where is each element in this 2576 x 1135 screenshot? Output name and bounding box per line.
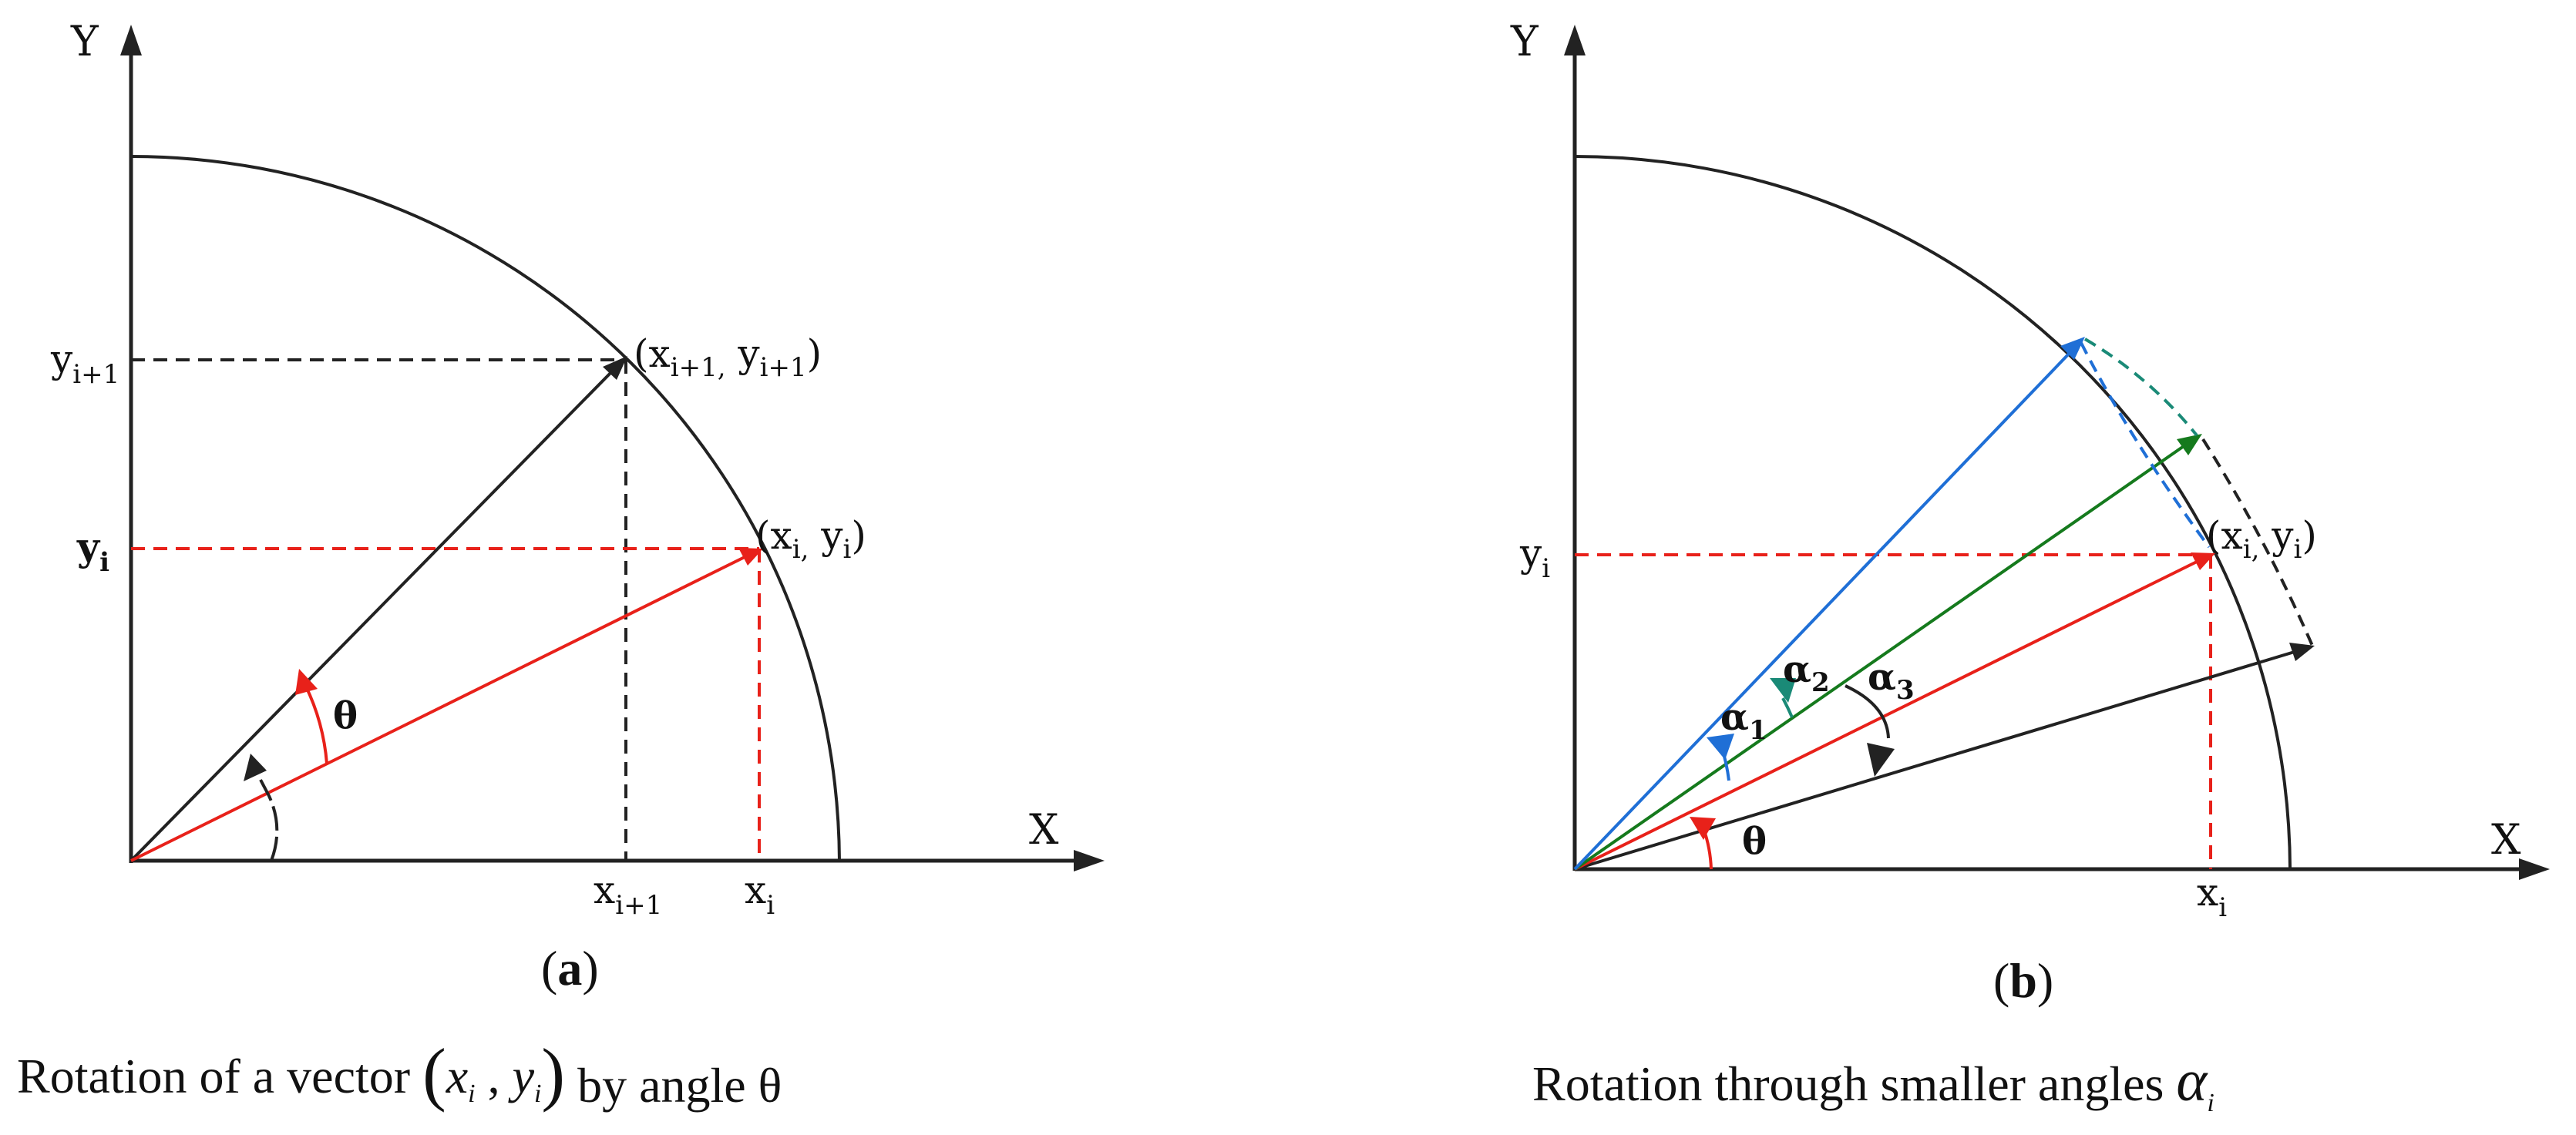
y-i-label-a: yi: [76, 524, 109, 578]
caption-a: Rotation of a vector (xi , yi) by angle …: [17, 1034, 782, 1113]
y-axis-label-a: Y: [70, 17, 99, 65]
panel-a: Y X θ yi+1 yi xi+1 xi (xi+1, yi+1) (xi, …: [17, 17, 1105, 1113]
unit-circle-arc-a: [130, 155, 841, 861]
y-axis-arrow-b: [1564, 25, 1586, 55]
dashed-step-black-b: [2201, 438, 2314, 646]
unit-circle-arc-b: [1574, 155, 2292, 870]
vector-green-arrowhead-b: [2177, 434, 2202, 455]
y-i-label-b: yi: [1519, 531, 1550, 584]
alpha2-arc-b: [1781, 697, 1794, 718]
alpha1-arrowhead-b: [1707, 734, 1734, 760]
point-i-label-a: (xi, yi): [755, 513, 866, 565]
x-i-label-b: xi: [2197, 870, 2227, 923]
point-i-label-b: (xi, yi): [2206, 513, 2317, 565]
vector-rotated-a: [129, 368, 615, 862]
y-axis-label-b: Y: [1510, 17, 1539, 65]
alpha3-arrowhead-b: [1867, 743, 1895, 777]
caption-b: Rotation through smaller angles αi: [1532, 1049, 2214, 1117]
x-i-label-a: xi: [745, 868, 775, 921]
vector-black-arrowhead-b: [2289, 643, 2315, 661]
x-axis-arrow-b: [2519, 858, 2550, 880]
initial-angle-arrowhead-a: [244, 754, 267, 781]
theta-arc-a: [304, 684, 328, 764]
point-i1-label-a: (xi+1, yi+1): [634, 331, 822, 383]
vector-black-b: [1574, 650, 2298, 871]
theta-label-a: θ: [333, 694, 358, 737]
panel-tag-a: (a): [541, 941, 599, 996]
theta-arc-arrowhead-a: [295, 669, 318, 695]
vector-original-a: [130, 555, 747, 862]
dashed-step-teal-b: [2083, 337, 2198, 437]
vector-blue-b: [1573, 349, 2073, 871]
x-axis-label-b: X: [2491, 815, 2521, 864]
alpha1-label-b: α1: [1720, 696, 1767, 746]
theta-label-b: θ: [1742, 820, 1767, 863]
x-i1-label-a: xi+1: [594, 868, 662, 921]
vector-original-arrowhead-a: [738, 548, 763, 566]
dashed-step-blue-b: [2080, 342, 2211, 549]
alpha3-arc-b: [1845, 684, 1890, 739]
vector-red-arrowhead-b: [2191, 552, 2215, 570]
panel-tag-b: (b): [1993, 953, 2053, 1008]
x-axis-arrow-a: [1074, 850, 1105, 871]
panel-b: Y X θ α1 α2 α3 yi xi: [1510, 17, 2550, 1117]
vector-blue-arrowhead-b: [2060, 337, 2085, 360]
theta-arc-arrowhead-b: [1690, 817, 1716, 840]
alpha3-label-b: α3: [1868, 656, 1915, 706]
vector-red-b: [1574, 559, 2199, 871]
vector-rotated-arrowhead-a: [603, 356, 627, 380]
x-axis-label-a: X: [1029, 805, 1059, 854]
alpha2-arrowhead-b: [1770, 678, 1796, 703]
alpha2-label-b: α2: [1783, 648, 1830, 698]
initial-angle-arc-a: [259, 779, 279, 861]
y-axis-arrow-a: [120, 25, 142, 55]
vector-green-b: [1573, 443, 2188, 871]
y-i1-label-a: yi+1: [50, 337, 119, 390]
